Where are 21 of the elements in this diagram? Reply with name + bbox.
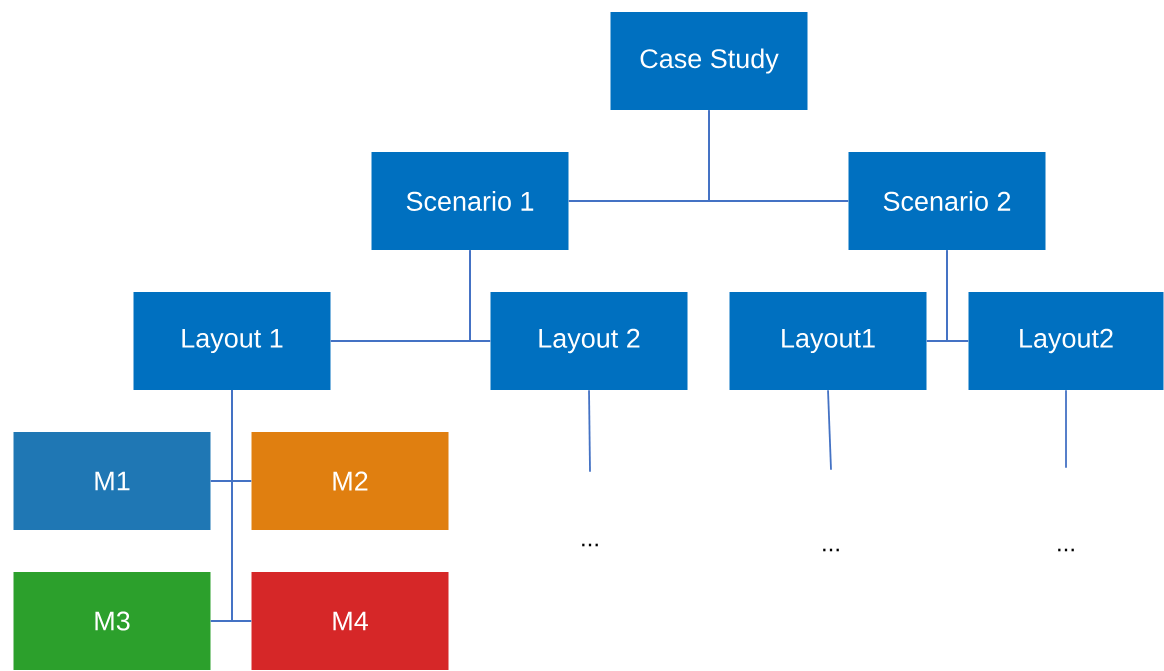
connector-line [708,109,850,202]
connector-line [588,389,591,473]
box: Layout1 [729,292,927,390]
box: Layout 2 [490,292,688,390]
box: Scenario 2 [848,152,1046,250]
connector-line [469,249,492,342]
box: M4 [251,572,449,670]
connector-line [946,249,970,342]
ellipsis-text: ... [582,543,598,547]
connector-line [231,389,253,622]
connector-line [1065,389,1067,469]
box: Case Study [610,12,808,110]
box: Scenario 1 [371,152,569,250]
box: M2 [251,432,449,530]
box: Layout2 [968,292,1164,390]
box: Layout 1 [133,292,331,390]
box: M1 [13,432,211,530]
box: M3 [13,572,211,670]
connector-line [827,389,832,471]
ellipsis-text: ... [1058,548,1074,552]
ellipsis-text: ... [823,548,839,552]
